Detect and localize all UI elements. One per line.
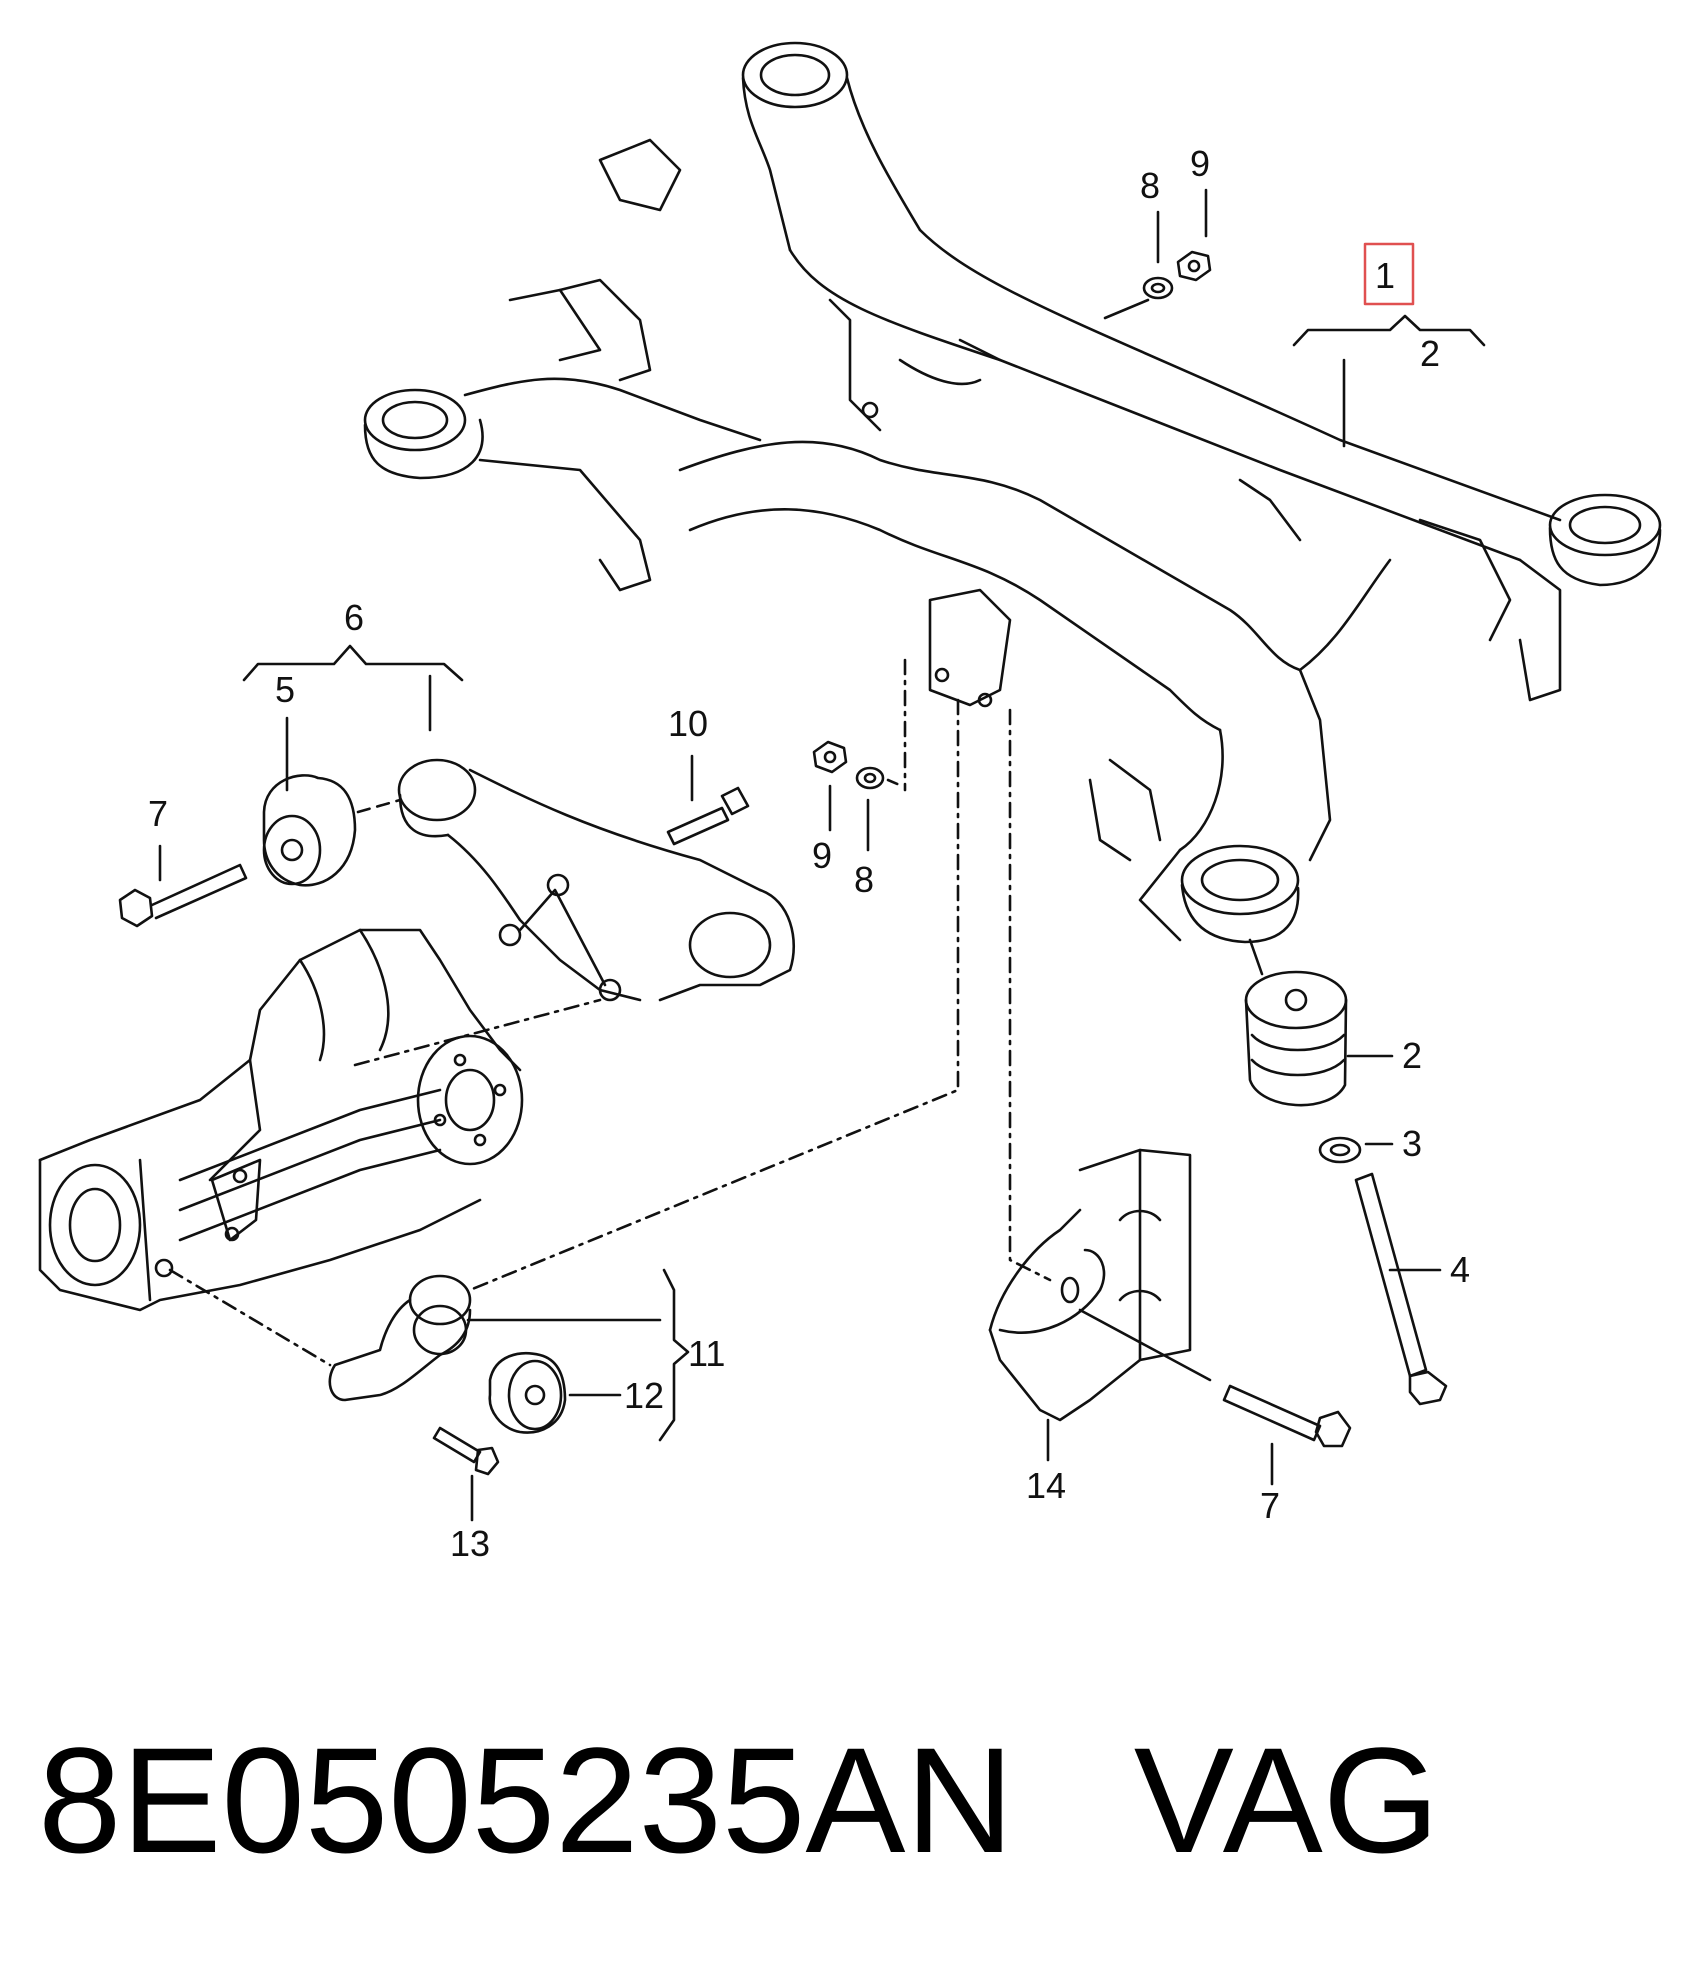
bolt-7-right [1078, 1308, 1352, 1486]
callout-8-mid: 8 [854, 859, 874, 900]
mount-arm [397, 758, 796, 1002]
subframe-drawing [363, 41, 1662, 944]
bolt-7-left [118, 844, 248, 928]
callout-6: 6 [344, 597, 364, 638]
callout-7-left: 7 [148, 793, 168, 834]
part-caption: 8E0505235AN VAG [38, 1700, 1439, 1900]
differential-housing [38, 928, 524, 1312]
dash-line-a [468, 698, 960, 1292]
side-bracket-14 [988, 1148, 1192, 1462]
brand-name: VAG [1133, 1716, 1440, 1884]
callout-3: 3 [1402, 1123, 1422, 1164]
callout-14: 14 [1026, 1465, 1066, 1506]
bolt-10 [666, 754, 750, 846]
part-number: 8E0505235AN [38, 1716, 1014, 1884]
bracket-1 [1292, 314, 1486, 347]
callout-5: 5 [275, 669, 295, 710]
callout-11: 11 [688, 1333, 725, 1374]
callout-9-top: 9 [1190, 143, 1210, 184]
callout-13: 13 [450, 1523, 490, 1564]
bushing-5 [262, 716, 402, 887]
callout-2-side: 2 [1402, 1035, 1422, 1076]
bushing-assembly-right [1244, 938, 1448, 1406]
top-washer-nut [1103, 188, 1212, 320]
callout-10: 10 [668, 703, 708, 744]
bracket-11 [658, 1268, 690, 1442]
callout-2-top: 2 [1420, 333, 1440, 374]
callout-8-top: 8 [1140, 165, 1160, 206]
rear-mount-bracket [328, 1274, 472, 1402]
highlight-box [1363, 242, 1415, 306]
bolt-13 [432, 1426, 500, 1522]
callout-7-right: 7 [1260, 1485, 1280, 1526]
callout-4: 4 [1450, 1249, 1470, 1290]
bracket-6 [242, 644, 464, 682]
mid-washer-nut [812, 740, 904, 852]
callout-1: 1 [1375, 255, 1395, 296]
callout-9-mid: 9 [812, 835, 832, 876]
bushing-12 [488, 1351, 622, 1434]
callout-12: 12 [624, 1375, 664, 1416]
dash-line-b [1008, 708, 1052, 1282]
